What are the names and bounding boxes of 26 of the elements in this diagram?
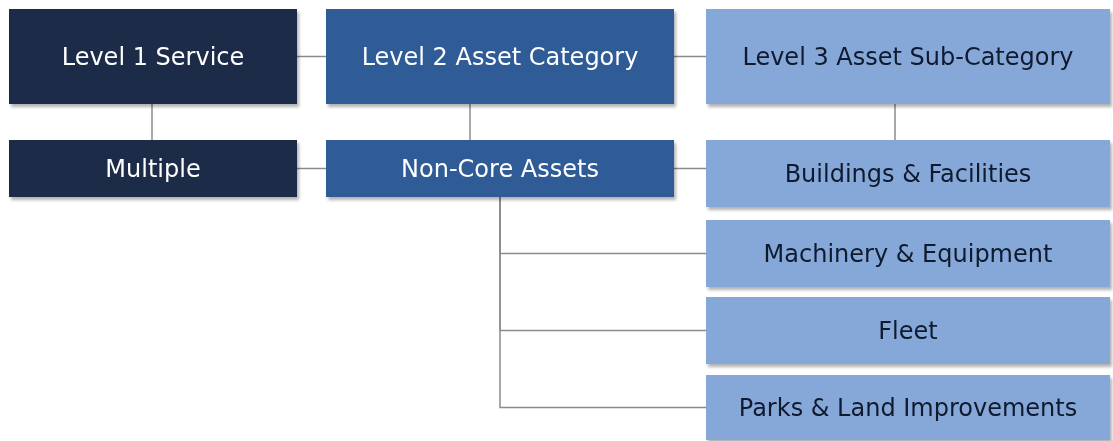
category-box: [706, 9, 1110, 104]
box-label: Machinery & Equipment: [763, 238, 1053, 270]
box-label: Multiple: [105, 153, 201, 185]
box-label: Parks & Land Improvements: [738, 392, 1078, 424]
box-label: Buildings & Facilities: [784, 158, 1032, 190]
connector-line: [296, 167, 327, 170]
category-box: [326, 140, 674, 197]
box-label: Level 1 Service: [61, 41, 245, 73]
category-box: [706, 140, 1110, 207]
connector-line: [469, 103, 471, 141]
connector-line: [151, 103, 153, 141]
category-box: [706, 220, 1110, 287]
category-box: [9, 9, 297, 104]
box-label: Level 3 Asset Sub-Category: [742, 41, 1074, 73]
box-label: Level 2 Asset Category: [361, 41, 639, 73]
connector-line: [296, 55, 327, 58]
connector-line: [894, 103, 896, 141]
connector-line: [673, 167, 707, 170]
category-box: [9, 140, 297, 197]
connector-line: [673, 55, 707, 58]
box-label: Non-Core Assets: [401, 153, 599, 185]
box-label: Fleet: [878, 315, 938, 347]
connector-line: [499, 196, 707, 409]
category-box: [326, 9, 674, 104]
category-box: [706, 375, 1110, 440]
category-box: [706, 297, 1110, 364]
